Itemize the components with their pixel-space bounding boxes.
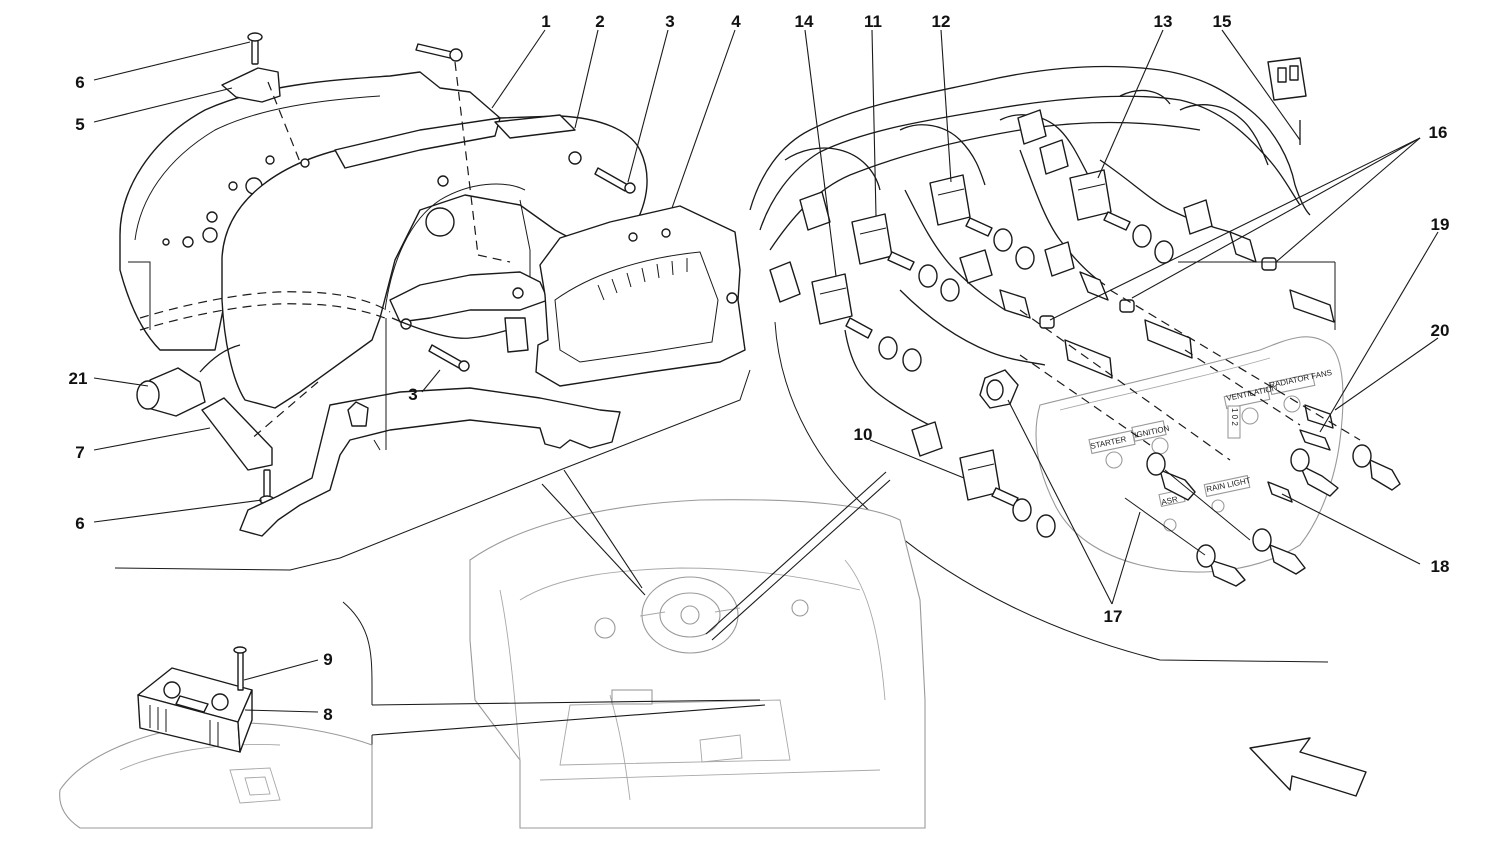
callout-10: 10 [854, 425, 873, 444]
toggle-switch-13 [1069, 169, 1131, 231]
callout-17: 17 [1104, 607, 1123, 626]
leader-lines [93, 29, 1439, 736]
panel-align-line-a [1019, 309, 1231, 461]
callout-11: 11 [864, 12, 882, 31]
callout-4: 4 [731, 12, 741, 31]
harness-route-line-2 [139, 303, 391, 331]
harness-connector-15 [1267, 57, 1307, 101]
switch-panel [1035, 336, 1344, 573]
panel-label-positions: 1 0 2 [1230, 408, 1239, 426]
wiring-harness [749, 65, 1311, 429]
callout-2: 2 [595, 12, 604, 31]
round-connector-21 [136, 344, 241, 417]
toggle-switch-10 [959, 449, 1019, 507]
callout-6-upper: 6 [75, 73, 84, 92]
view-direction-arrow [1249, 737, 1367, 797]
screw-3-upper [594, 167, 636, 194]
callout-7: 7 [75, 443, 84, 462]
callout-16: 16 [1429, 123, 1448, 142]
screw-6-upper [247, 32, 263, 65]
bracket-7 [201, 397, 273, 471]
panel-align-line-c [1019, 354, 1151, 446]
callout-1: 1 [541, 12, 550, 31]
assembly-line-a [454, 61, 479, 256]
callout-3-lower: 3 [408, 385, 417, 404]
callout-15: 15 [1213, 12, 1232, 31]
support-bracket [239, 318, 621, 537]
washers [878, 224, 1174, 538]
callout-21: 21 [69, 369, 88, 388]
display-connector [504, 317, 529, 353]
callout-8: 8 [323, 705, 332, 724]
callout-6-lower: 6 [75, 514, 84, 533]
display-unit [535, 205, 746, 387]
callout-14: 14 [795, 12, 814, 31]
callout-5: 5 [75, 115, 84, 134]
callout-12: 12 [932, 12, 951, 31]
display-wire [391, 317, 509, 339]
harness-route-line [139, 291, 391, 319]
instrument-cluster-housing [119, 71, 648, 409]
screw-3-lower [428, 344, 470, 372]
callout-20: 20 [1431, 321, 1450, 340]
toggle-switch-14 [811, 273, 873, 339]
callout-numbers: 1 2 3 3 4 5 6 6 7 8 9 10 11 12 13 14 15 … [69, 12, 1450, 724]
panel-label-asr: ASR [1161, 495, 1179, 507]
toggle-switch-12 [929, 174, 993, 237]
callout-18: 18 [1431, 557, 1450, 576]
screw-9 [233, 646, 247, 691]
region-divider-lower [342, 601, 373, 705]
bracket-5 [221, 67, 281, 103]
region-divider-left [114, 369, 751, 571]
callout-13: 13 [1154, 12, 1173, 31]
screw-top [415, 43, 463, 62]
callout-19: 19 [1431, 215, 1450, 234]
callout-9: 9 [323, 650, 332, 669]
harness-plugs [769, 109, 1213, 457]
switch-box-8 [137, 667, 253, 753]
center-console-view [59, 722, 373, 829]
toggle-switch-11 [851, 213, 915, 271]
panel-align-line-b [1109, 289, 1361, 441]
callout-3-upper: 3 [665, 12, 674, 31]
panel-align-line-f [1124, 497, 1206, 556]
assembly-line-b [477, 254, 511, 263]
panel-align-line-d [1184, 349, 1301, 426]
car-interior-view [469, 499, 926, 829]
panel-align-line-e [1164, 469, 1251, 541]
